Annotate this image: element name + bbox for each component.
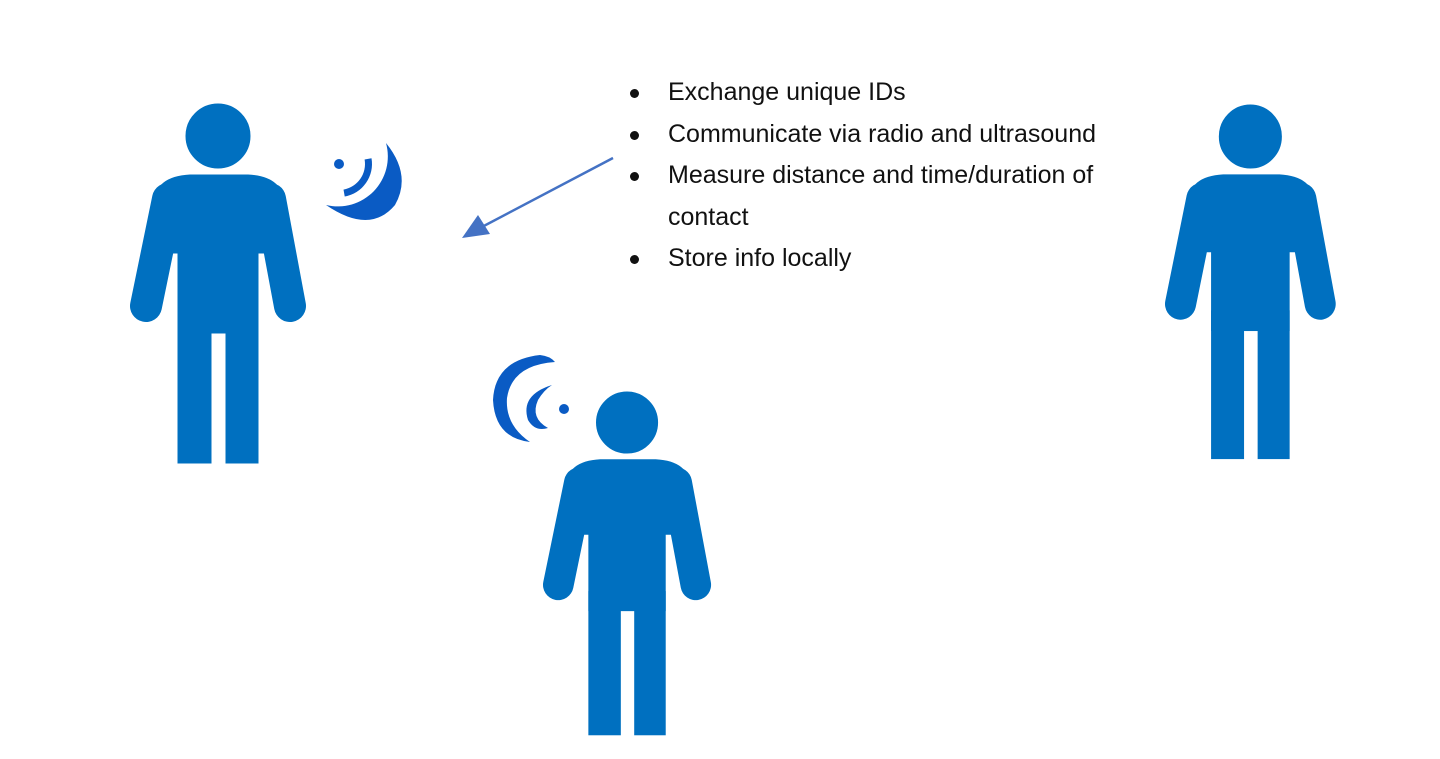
bullet-item: Measure distance and time/duration of co…	[630, 155, 1098, 238]
person-icon-left	[146, 104, 290, 463]
bullet-item: Communicate via radio and ultrasound	[630, 114, 1098, 156]
bullet-item: Store info locally	[630, 238, 1098, 280]
feature-list: Exchange unique IDs Communicate via radi…	[624, 72, 1098, 280]
person-icon-center	[558, 392, 696, 735]
person-icon-right	[1181, 105, 1321, 459]
signal-icon-left	[326, 143, 402, 220]
bullet-item: Exchange unique IDs	[630, 72, 1098, 114]
arrow	[462, 156, 614, 238]
signal-icon-center	[493, 355, 569, 442]
